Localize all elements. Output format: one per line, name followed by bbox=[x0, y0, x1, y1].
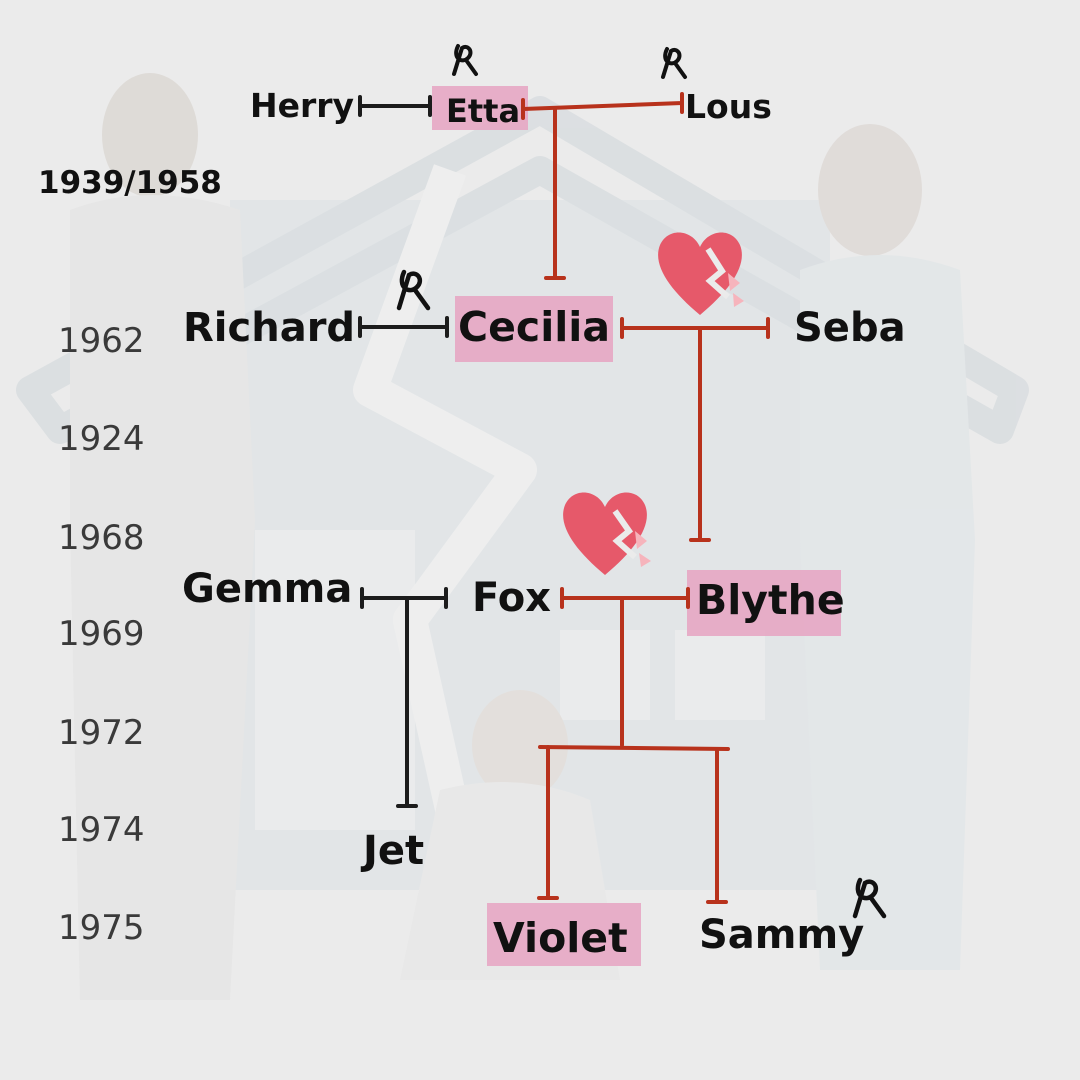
timeline-year: 1924 bbox=[58, 419, 145, 459]
person-gemma: Gemma bbox=[182, 566, 352, 612]
timeline-year: 1962 bbox=[58, 321, 145, 361]
mourning-ribbon-icon bbox=[661, 47, 687, 79]
edge-to-violet bbox=[537, 745, 559, 900]
timeline-year: 1969 bbox=[58, 614, 145, 654]
house-window-right-2 bbox=[675, 630, 765, 720]
person-violet: Violet bbox=[493, 914, 628, 962]
man-head bbox=[102, 73, 198, 197]
edge-gemma-jet bbox=[396, 596, 418, 808]
edge-herry-etta bbox=[358, 95, 432, 117]
person-labels: Herry Etta Lous Richard Cecilia Seba Gem… bbox=[182, 86, 906, 962]
woman-body bbox=[800, 255, 975, 970]
person-seba: Seba bbox=[794, 305, 906, 351]
person-fox: Fox bbox=[472, 575, 551, 621]
house-window-right-1 bbox=[560, 630, 650, 720]
person-lous: Lous bbox=[685, 87, 772, 126]
edge-etta-lous bbox=[521, 92, 684, 120]
edge-fox-blythe bbox=[560, 587, 690, 609]
person-blythe: Blythe bbox=[696, 576, 845, 624]
edge-etta-cecilia bbox=[544, 107, 566, 280]
house-window-left bbox=[255, 530, 415, 830]
highlight-boxes bbox=[432, 86, 841, 966]
person-jet: Jet bbox=[360, 828, 424, 874]
edge-gemma-fox bbox=[360, 587, 448, 609]
year-range-label: 1939/1958 bbox=[38, 165, 222, 201]
person-etta: Etta bbox=[446, 92, 520, 130]
broken-heart-icon bbox=[563, 492, 651, 575]
timeline-year: 1972 bbox=[58, 713, 145, 753]
relationship-lines bbox=[358, 92, 770, 904]
house-crack bbox=[353, 164, 537, 894]
person-sammy: Sammy bbox=[699, 912, 864, 958]
highlight-blythe bbox=[687, 570, 841, 636]
person-herry: Herry bbox=[250, 86, 354, 125]
woman-head bbox=[818, 124, 922, 256]
child-head bbox=[472, 690, 568, 800]
mourning-ribbon-icon bbox=[396, 269, 431, 311]
broken-heart-icon bbox=[658, 232, 744, 315]
timeline-year: 1974 bbox=[58, 810, 145, 850]
edge-fox-blythe-children bbox=[538, 596, 730, 751]
person-richard: Richard bbox=[183, 305, 355, 351]
background-scene bbox=[16, 73, 1029, 1000]
timeline-year: 1968 bbox=[58, 518, 145, 558]
highlight-etta bbox=[432, 86, 528, 130]
edge-richard-cecilia bbox=[358, 316, 449, 338]
timeline: 1962 1924 1968 1969 1972 1974 1975 bbox=[58, 321, 145, 948]
timeline-year: 1975 bbox=[58, 908, 145, 948]
highlight-violet bbox=[487, 903, 641, 966]
mourning-ribbon-icon bbox=[452, 44, 478, 76]
mourning-ribbon-icon bbox=[852, 877, 887, 919]
man-body bbox=[70, 195, 255, 1000]
edge-cecilia-seba bbox=[620, 317, 770, 339]
edge-to-sammy bbox=[706, 747, 728, 904]
highlight-cecilia bbox=[455, 296, 613, 362]
edge-seba-blythe bbox=[689, 326, 711, 542]
person-cecilia: Cecilia bbox=[458, 303, 610, 351]
